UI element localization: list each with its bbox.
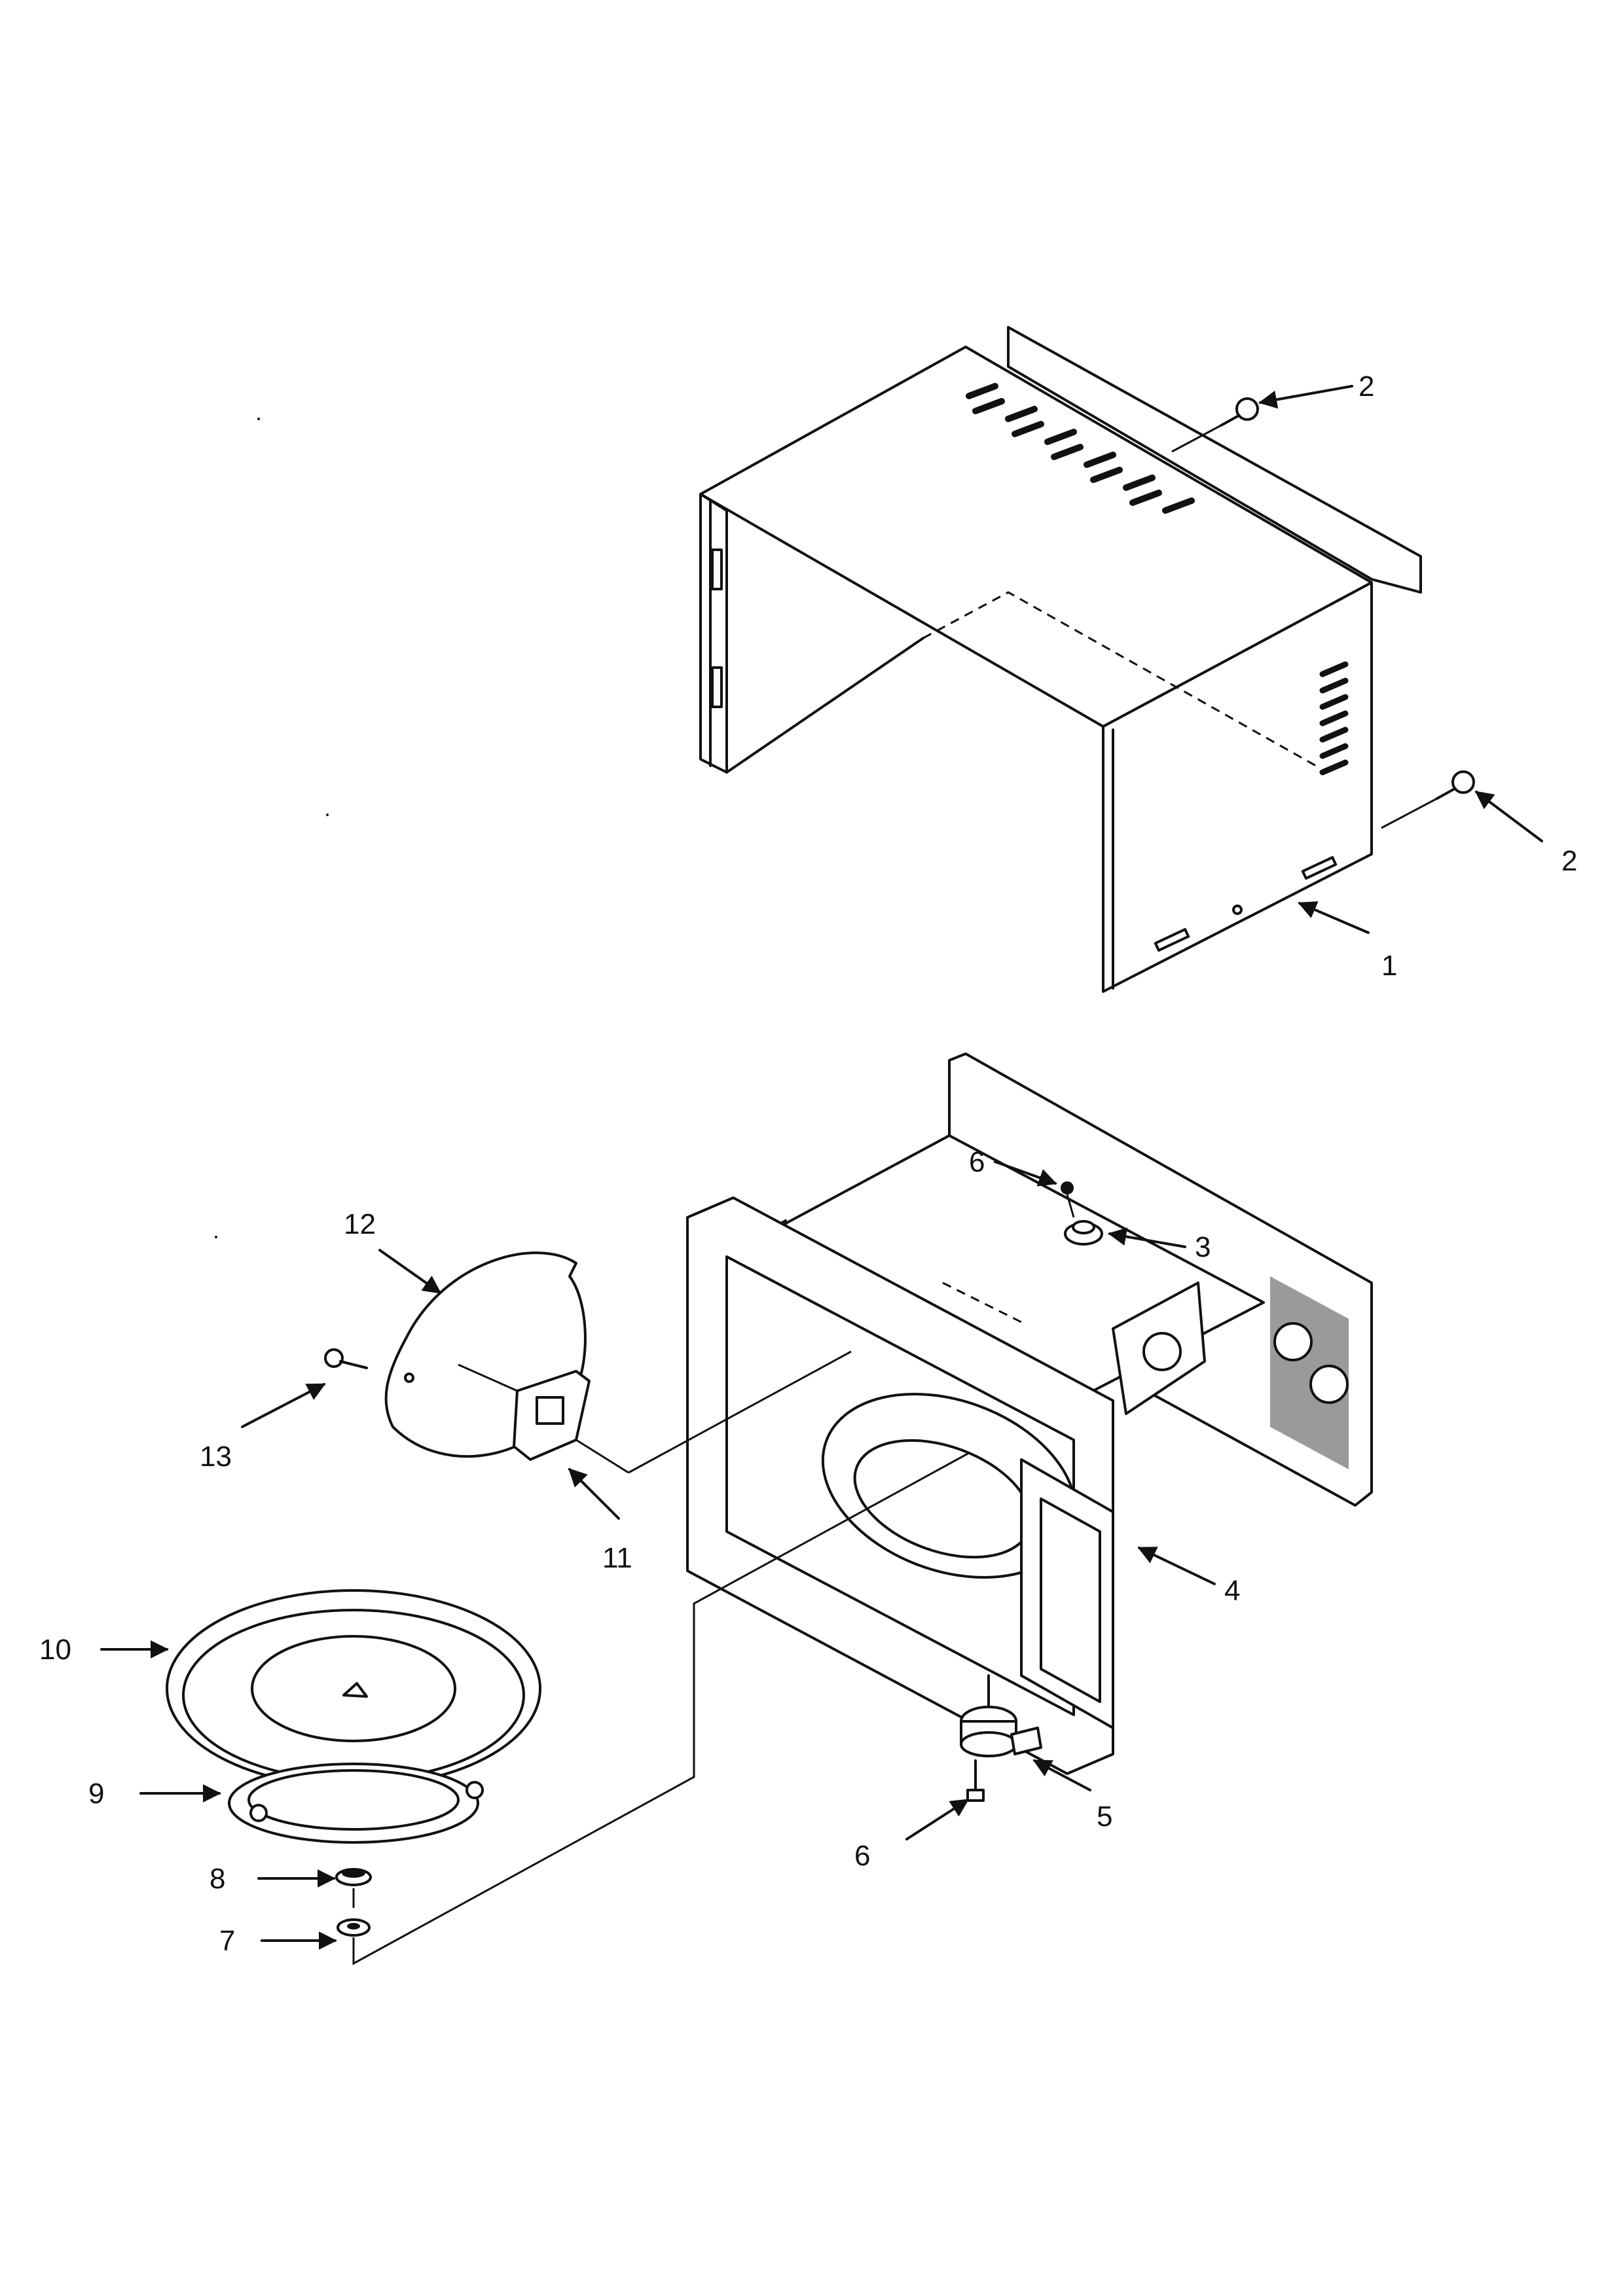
glass-tray xyxy=(166,1589,541,1788)
screw-6-bottom xyxy=(966,1759,985,1802)
top-vents xyxy=(966,383,1195,514)
callout-7: 7 xyxy=(219,1925,235,1957)
stirrer-cover-bracket xyxy=(513,1350,852,1474)
cavity-chassis xyxy=(686,1052,1373,1775)
callout-10: 10 xyxy=(39,1634,71,1666)
callout-5: 5 xyxy=(1097,1801,1112,1833)
callout-9: 9 xyxy=(88,1778,104,1810)
outer-cabinet xyxy=(699,326,1422,993)
roller-ring xyxy=(228,1763,484,1844)
thermostat xyxy=(1064,1220,1103,1246)
side-vents xyxy=(1319,661,1349,776)
callout-13: 13 xyxy=(200,1441,232,1473)
washer xyxy=(337,1918,371,1937)
callout-8: 8 xyxy=(210,1863,225,1895)
screw-side xyxy=(1436,770,1475,800)
screw-6-top xyxy=(1061,1181,1075,1218)
screw-13 xyxy=(324,1348,368,1369)
callout-3: 3 xyxy=(1195,1231,1211,1263)
callout-11: 11 xyxy=(602,1542,632,1574)
leader-arrows xyxy=(100,385,1543,1950)
callout-6-bottom: 6 xyxy=(854,1840,870,1872)
callout-2-top: 2 xyxy=(1359,370,1374,403)
callout-2-side: 2 xyxy=(1561,845,1577,877)
callout-6-top: 6 xyxy=(969,1146,985,1178)
screw-top xyxy=(1220,397,1259,427)
turntable-motor xyxy=(960,1674,1042,1757)
callout-12: 12 xyxy=(344,1208,376,1240)
callout-1: 1 xyxy=(1381,950,1397,982)
callout-4: 4 xyxy=(1224,1575,1240,1607)
coupler xyxy=(335,1868,372,1886)
